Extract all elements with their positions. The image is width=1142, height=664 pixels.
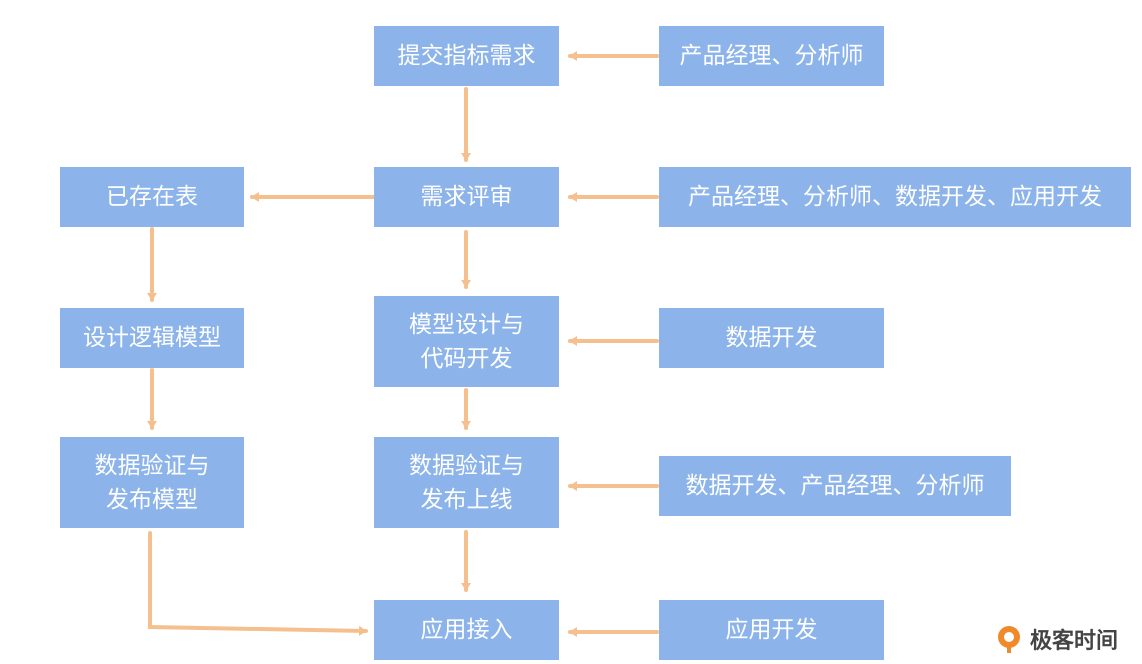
geektime-logo: 极客时间 — [994, 621, 1118, 657]
model-design-label: 模型设计与 代码开发 — [409, 311, 524, 372]
app-integration-label: 应用接入 — [420, 617, 513, 643]
data-validation-release-box: 数据验证与 发布上线 — [374, 437, 559, 528]
roles-validation-box: 数据开发、产品经理、分析师 — [659, 456, 1011, 516]
model-design-box: 模型设计与 代码开发 — [374, 296, 559, 387]
design-logical-model-label: 设计逻辑模型 — [83, 325, 221, 351]
requirement-review-label: 需求评审 — [420, 184, 513, 210]
logo-text: 极客时间 — [1030, 629, 1119, 654]
roles-integration-label: 应用开发 — [725, 617, 818, 643]
roles-submit-box: 产品经理、分析师 — [659, 26, 884, 86]
existing-table-box: 已存在表 — [60, 167, 244, 227]
existing-table-label: 已存在表 — [106, 184, 198, 210]
geektime-logo-icon — [998, 626, 1020, 653]
data-validation-publish-model-label: 数据验证与 发布模型 — [94, 452, 210, 513]
requirement-review-box: 需求评审 — [374, 167, 559, 227]
roles-design-label: 数据开发 — [725, 325, 818, 351]
roles-review-label: 产品经理、分析师、数据开发、应用开发 — [688, 184, 1102, 210]
arrow-publish-to-integration — [148, 531, 368, 636]
roles-review-box: 产品经理、分析师、数据开发、应用开发 — [659, 167, 1131, 227]
submit-requirement-label: 提交指标需求 — [397, 43, 536, 69]
roles-design-box: 数据开发 — [659, 308, 884, 368]
submit-requirement-box: 提交指标需求 — [374, 26, 559, 86]
roles-submit-label: 产品经理、分析师 — [679, 43, 864, 69]
roles-validation-label: 数据开发、产品经理、分析师 — [685, 473, 985, 499]
data-validation-release-label: 数据验证与 发布上线 — [409, 452, 524, 513]
data-validation-publish-model-box: 数据验证与 发布模型 — [60, 437, 244, 528]
app-integration-box: 应用接入 — [374, 600, 559, 660]
roles-integration-box: 应用开发 — [659, 600, 884, 660]
design-logical-model-box: 设计逻辑模型 — [60, 308, 244, 368]
